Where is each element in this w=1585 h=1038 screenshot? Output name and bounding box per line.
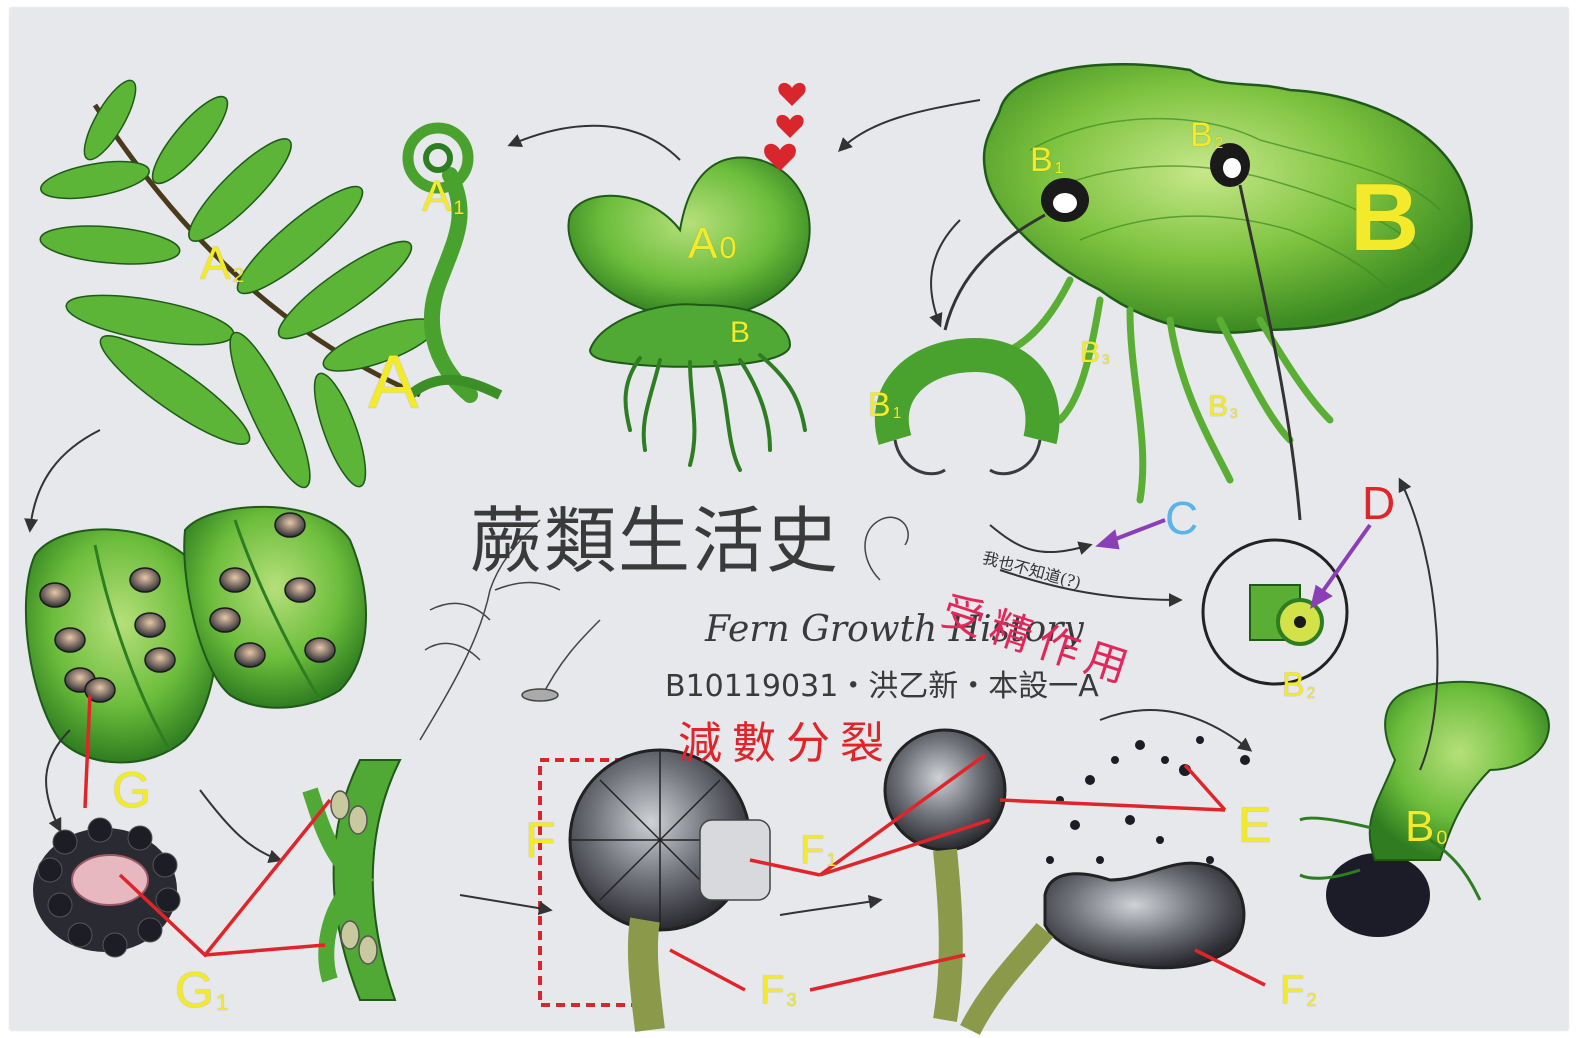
label-A0: A0	[688, 222, 737, 266]
label-E: E	[1238, 800, 1271, 850]
title-chinese: 蕨類生活史	[470, 505, 840, 577]
label-G: G	[112, 765, 151, 815]
label-D: D	[1362, 480, 1395, 526]
author-line: B10119031・洪乙新・本設一A	[665, 672, 1099, 702]
coiled-prothallus-B1	[892, 355, 1043, 474]
hearts-icon	[764, 83, 806, 171]
sorus-closeup-G1	[33, 760, 400, 1000]
archegonium-B2	[1203, 540, 1347, 684]
label-B-big: B	[1350, 170, 1419, 266]
label-G1: G1	[175, 965, 228, 1015]
meiosis-label: 減數分裂	[678, 722, 894, 766]
sori-leaflets-G	[26, 507, 366, 763]
label-F: F	[525, 815, 556, 865]
sporangium-F	[540, 730, 1250, 1030]
label-A2: A2	[200, 240, 244, 286]
sporophyte-frond-A	[38, 74, 500, 495]
young-sporophyte-A0	[569, 83, 810, 470]
label-C: C	[1165, 495, 1198, 541]
label-B-small: B	[730, 318, 750, 348]
label-A: A	[368, 345, 419, 421]
